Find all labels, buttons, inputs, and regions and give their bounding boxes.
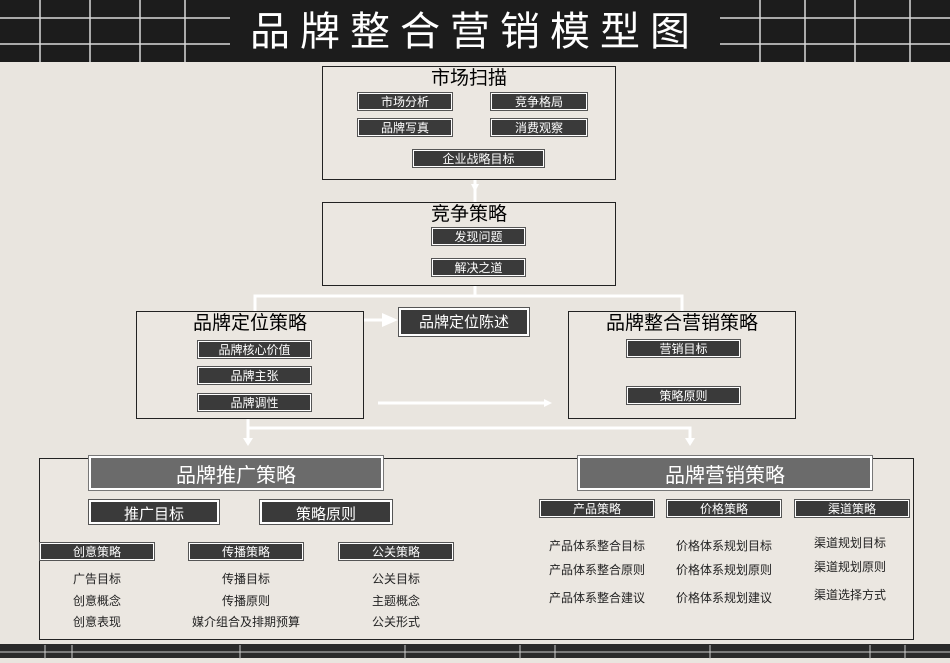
footer-grid-decoration	[0, 645, 950, 659]
tag-market-analysis: 市场分析	[357, 92, 453, 111]
communication-item: 媒介组合及排期预算	[191, 615, 300, 629]
communication-item: 传播目标	[221, 572, 270, 586]
tag-brand-tone: 品牌调性	[197, 393, 312, 412]
promotion-goal: 推广目标	[88, 499, 220, 525]
creative-item: 创意表现	[72, 615, 121, 629]
pr-item: 公关形式	[371, 615, 420, 629]
competition-box: 竞争策略 发现问题 解决之道	[322, 202, 616, 286]
promotion-title: 品牌推广策略	[88, 455, 384, 491]
promotion-principle: 策略原则	[259, 499, 393, 525]
price-strategy-head: 价格策略	[666, 499, 782, 518]
positioning-box: 品牌定位策略 品牌核心价值 品牌主张 品牌调性	[136, 311, 364, 419]
product-strategy-head: 产品策略	[539, 499, 655, 518]
integrated-title: 品牌整合营销策略	[605, 312, 758, 334]
tag-brand-portrait: 品牌写真	[357, 118, 453, 137]
integrated-box: 品牌整合营销策略 营销目标 策略原则	[568, 311, 796, 419]
channel-item: 渠道选择方式	[813, 588, 886, 602]
tag-find-problem: 发现问题	[431, 227, 526, 246]
price-item: 价格体系规划建议	[675, 591, 772, 605]
page-title: 品牌整合营销模型图	[250, 9, 700, 55]
market-scan-title: 市场扫描	[430, 67, 507, 89]
product-item: 产品体系整合目标	[548, 539, 645, 553]
positioning-title: 品牌定位策略	[192, 312, 307, 334]
competition-title: 竞争策略	[430, 203, 507, 225]
communication-strategy-head: 传播策略	[188, 542, 304, 561]
tag-strategy-principle: 策略原则	[626, 386, 741, 405]
market-scan-box: 市场扫描 市场分析 竞争格局 品牌写真 消费观察 企业战略目标	[322, 66, 616, 180]
channel-item: 渠道规划目标	[813, 536, 886, 550]
header-bar: 品牌整合营销模型图	[0, 0, 950, 62]
positioning-statement: 品牌定位陈述	[398, 307, 530, 337]
product-item: 产品体系整合建议	[548, 591, 645, 605]
pr-strategy-head: 公关策略	[338, 542, 454, 561]
tag-competition-landscape: 竞争格局	[490, 92, 588, 111]
tag-consumer-observation: 消费观察	[490, 118, 588, 137]
tag-marketing-goal: 营销目标	[626, 339, 741, 358]
tag-solution: 解决之道	[431, 258, 526, 277]
header-grid-decoration	[0, 0, 950, 62]
footer-bar	[0, 644, 950, 659]
channel-item: 渠道规划原则	[813, 560, 886, 574]
channel-strategy-head: 渠道策略	[794, 499, 910, 518]
tag-corporate-goals: 企业战略目标	[412, 149, 545, 168]
pr-item: 主题概念	[371, 594, 420, 608]
tag-brand-claim: 品牌主张	[197, 366, 312, 385]
communication-item: 传播原则	[221, 594, 270, 608]
creative-strategy-head: 创意策略	[39, 542, 155, 561]
creative-item: 广告目标	[72, 572, 121, 586]
marketing-title: 品牌营销策略	[577, 455, 873, 491]
pr-item: 公关目标	[371, 572, 420, 586]
price-item: 价格体系规划原则	[675, 563, 772, 577]
product-item: 产品体系整合原则	[548, 563, 645, 577]
price-item: 价格体系规划目标	[675, 539, 772, 553]
creative-item: 创意概念	[72, 594, 121, 608]
tag-core-value: 品牌核心价值	[197, 340, 312, 359]
